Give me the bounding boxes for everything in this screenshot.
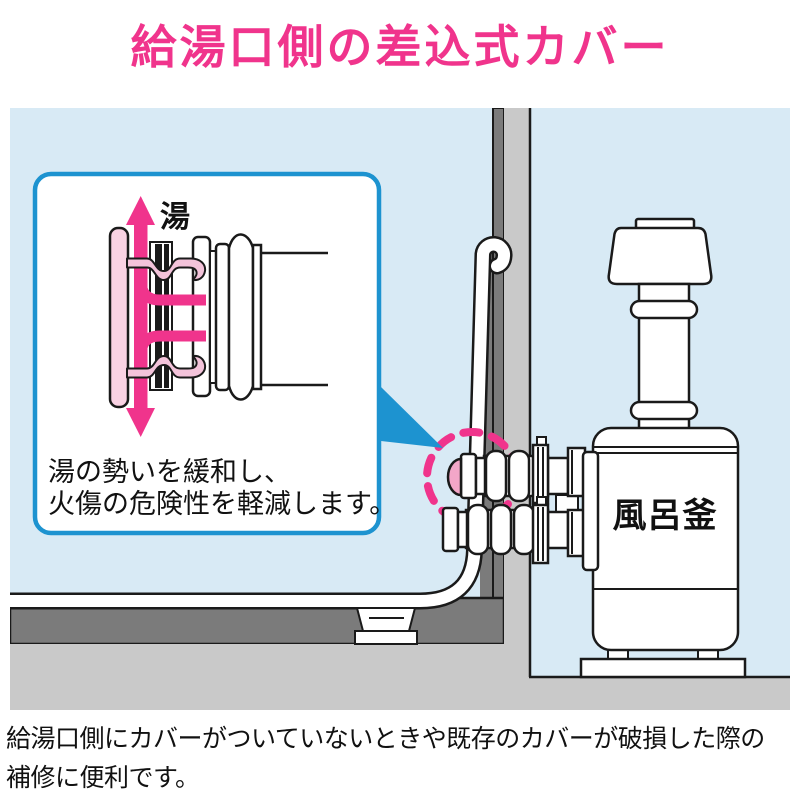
hose-clamp [531, 436, 550, 505]
heater-body [591, 426, 740, 652]
outlet-pipe-lower [441, 496, 587, 565]
inset-caption-line2: 火傷の危険性を軽減します。 [48, 489, 396, 519]
water-heater: 風呂釜 [579, 217, 747, 679]
hose-clamp [531, 496, 550, 565]
footer-caption-line2: 補修に便利です。 [6, 764, 200, 792]
pipe-cover-cap [446, 457, 463, 497]
heater-base [579, 649, 747, 679]
heater-label: 風呂釜 [613, 497, 718, 535]
footer-caption: 給湯口側にカバーがついていないときや既存のカバーが破損した際の 補修に便利です。 [6, 720, 798, 798]
heater-chimney [607, 217, 713, 432]
bathtub-drain [354, 607, 418, 645]
hot-water-label: 湯 [160, 201, 190, 234]
cover-clips [126, 257, 207, 379]
cover-face [108, 226, 130, 409]
outlet-pipe-upper [446, 436, 587, 505]
footer-caption-line1: 給湯口側にカバーがついていないときや既存のカバーが破損した際の [6, 725, 765, 753]
room-wall-and-floor [10, 108, 790, 710]
heater-flange-plate [581, 450, 600, 572]
inset-pipe [191, 233, 328, 401]
cover-detail-diagram: 湯 湯の勢いを緩和し、 火傷の危険性を軽減します。 [48, 196, 396, 519]
callout-pointer [381, 387, 443, 448]
page-title: 給湯口側の差込式カバー [130, 21, 670, 73]
bathtub-wall [10, 235, 513, 610]
inset-caption-line1: 湯の勢いを緩和し、 [48, 457, 291, 487]
